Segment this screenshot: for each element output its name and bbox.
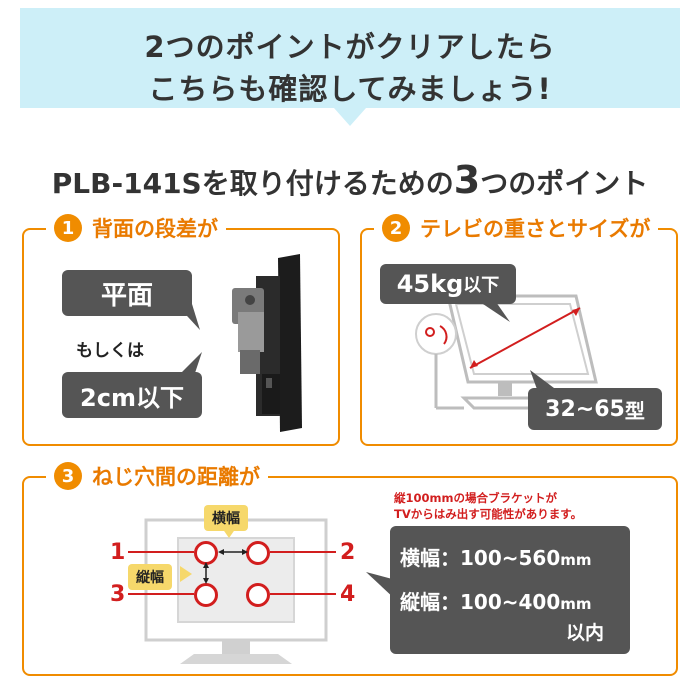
point3-panel bbox=[22, 476, 678, 676]
flat-bubble: 平面 bbox=[62, 270, 192, 316]
point1-title: 背面の段差が bbox=[92, 217, 218, 241]
step-bubble: 2cm以下 bbox=[62, 372, 202, 418]
flat-bubble-tail bbox=[176, 304, 200, 330]
point2-title: テレビの重さとサイズが bbox=[420, 217, 651, 241]
weight-callout-tail bbox=[480, 302, 510, 322]
or-text: もしくは bbox=[76, 341, 144, 361]
point2-number: 2 bbox=[382, 214, 410, 242]
hole-label-3: 3 bbox=[110, 582, 126, 607]
screw-hole-3 bbox=[194, 583, 218, 607]
screw-hole-4 bbox=[246, 583, 270, 607]
point1-header: 1 背面の段差が bbox=[46, 210, 226, 246]
spec-horizontal: 横幅：100~560mm bbox=[400, 546, 592, 570]
screw-hole-2 bbox=[246, 541, 270, 565]
hole-label-4: 4 bbox=[340, 582, 356, 607]
vertical-tag-tail bbox=[180, 566, 192, 582]
banner-line-2: こちらも確認してみましょう! bbox=[148, 72, 552, 106]
vertical-width-tag: 縦幅 bbox=[128, 564, 172, 590]
hole-spacing-spec: 横幅：100~560mm 縦幅：100~400mm 以内 bbox=[390, 526, 630, 654]
horizontal-width-tag: 横幅 bbox=[204, 505, 248, 531]
hole-label-2: 2 bbox=[340, 540, 356, 565]
spec-vertical-suffix: 以内 bbox=[566, 622, 605, 644]
tv-side-photo bbox=[216, 254, 328, 432]
spec-callout-tail bbox=[366, 572, 396, 600]
banner-line-1: 2つのポイントがクリアしたら bbox=[144, 30, 556, 64]
point1-number: 1 bbox=[54, 214, 82, 242]
step-bubble-tail bbox=[178, 352, 202, 376]
point3-number: 3 bbox=[54, 462, 82, 490]
point2-header: 2 テレビの重さとサイズが bbox=[374, 210, 659, 246]
hole-label-1: 1 bbox=[110, 540, 126, 565]
point3-title: ねじ穴間の距離が bbox=[92, 465, 260, 489]
spec-vertical: 縦幅：100~400mm bbox=[400, 590, 592, 614]
hole-leader-lines bbox=[128, 549, 336, 595]
bracket-note: 縦100mmの場合ブラケットが TVからはみ出す可能性があります。 bbox=[394, 491, 583, 521]
horizontal-tag-tail bbox=[222, 528, 236, 538]
point3-header: 3 ねじ穴間の距離が bbox=[46, 458, 268, 494]
size-callout-tail bbox=[530, 370, 554, 392]
banner-background bbox=[20, 8, 680, 126]
page-title: PLB-141Sを取り付けるための3つのポイント bbox=[51, 158, 649, 202]
